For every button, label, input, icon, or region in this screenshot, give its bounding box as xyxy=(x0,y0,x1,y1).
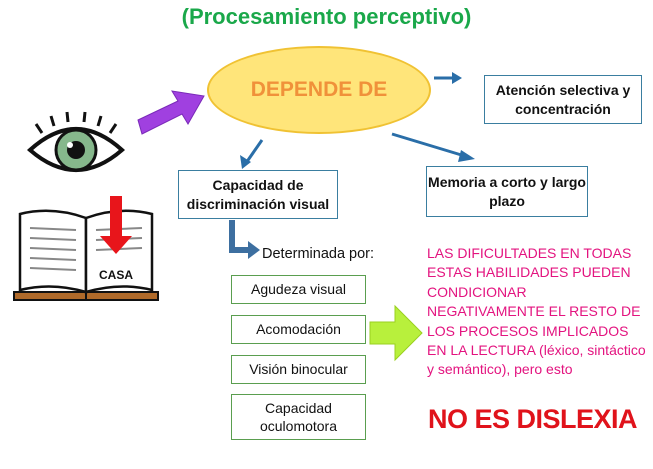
memoria-box: Memoria a corto y largo plazo xyxy=(426,166,588,217)
purple-arrow-icon xyxy=(137,90,205,135)
item-agudeza: Agudeza visual xyxy=(231,275,366,304)
blue-arrows xyxy=(229,76,469,253)
arrowhead-memoria-icon xyxy=(458,150,475,162)
diagram-title: (Procesamiento perceptivo) xyxy=(181,4,472,29)
conclusion-text: NO ES DISLEXIA xyxy=(428,404,638,434)
difficulties-note: LAS DIFICULTADES EN TODAS ESTAS HABILIDA… xyxy=(427,244,647,380)
item-acomodacion: Acomodación xyxy=(231,315,366,344)
depende-de-ellipse: DEPENDE DE xyxy=(207,46,431,134)
arrowhead-elbow-icon xyxy=(248,241,260,259)
arrowhead-atencion-icon xyxy=(452,72,462,84)
elbow-arrow-icon xyxy=(229,220,250,253)
book-icon xyxy=(13,209,159,301)
arrow-to-capacidad-icon xyxy=(244,139,264,164)
green-right-arrow-icon xyxy=(369,304,423,362)
book-word: CASA xyxy=(99,268,134,282)
eye-icon xyxy=(26,111,126,172)
arrow-to-memoria-icon xyxy=(391,132,469,159)
difficulties-note-tail: (léxico, sintáctico y semántico), pero e… xyxy=(427,342,646,378)
arrowhead-capacidad-icon xyxy=(240,155,251,169)
depende-de-label: DEPENDE DE xyxy=(250,78,388,101)
difficulties-note-main: LAS DIFICULTADES EN TODAS ESTAS HABILIDA… xyxy=(427,245,641,359)
determinada-label: Determinada por: xyxy=(262,246,375,262)
capacidad-box: Capacidad de discriminación visual xyxy=(178,170,338,219)
item-vision-binocular: Visión binocular xyxy=(231,355,366,384)
item-capacidad-oculomotora: Capacidad oculomotora xyxy=(231,394,366,440)
atencion-box: Atención selectiva y concentración xyxy=(484,75,642,124)
red-down-arrow-icon xyxy=(100,196,132,254)
